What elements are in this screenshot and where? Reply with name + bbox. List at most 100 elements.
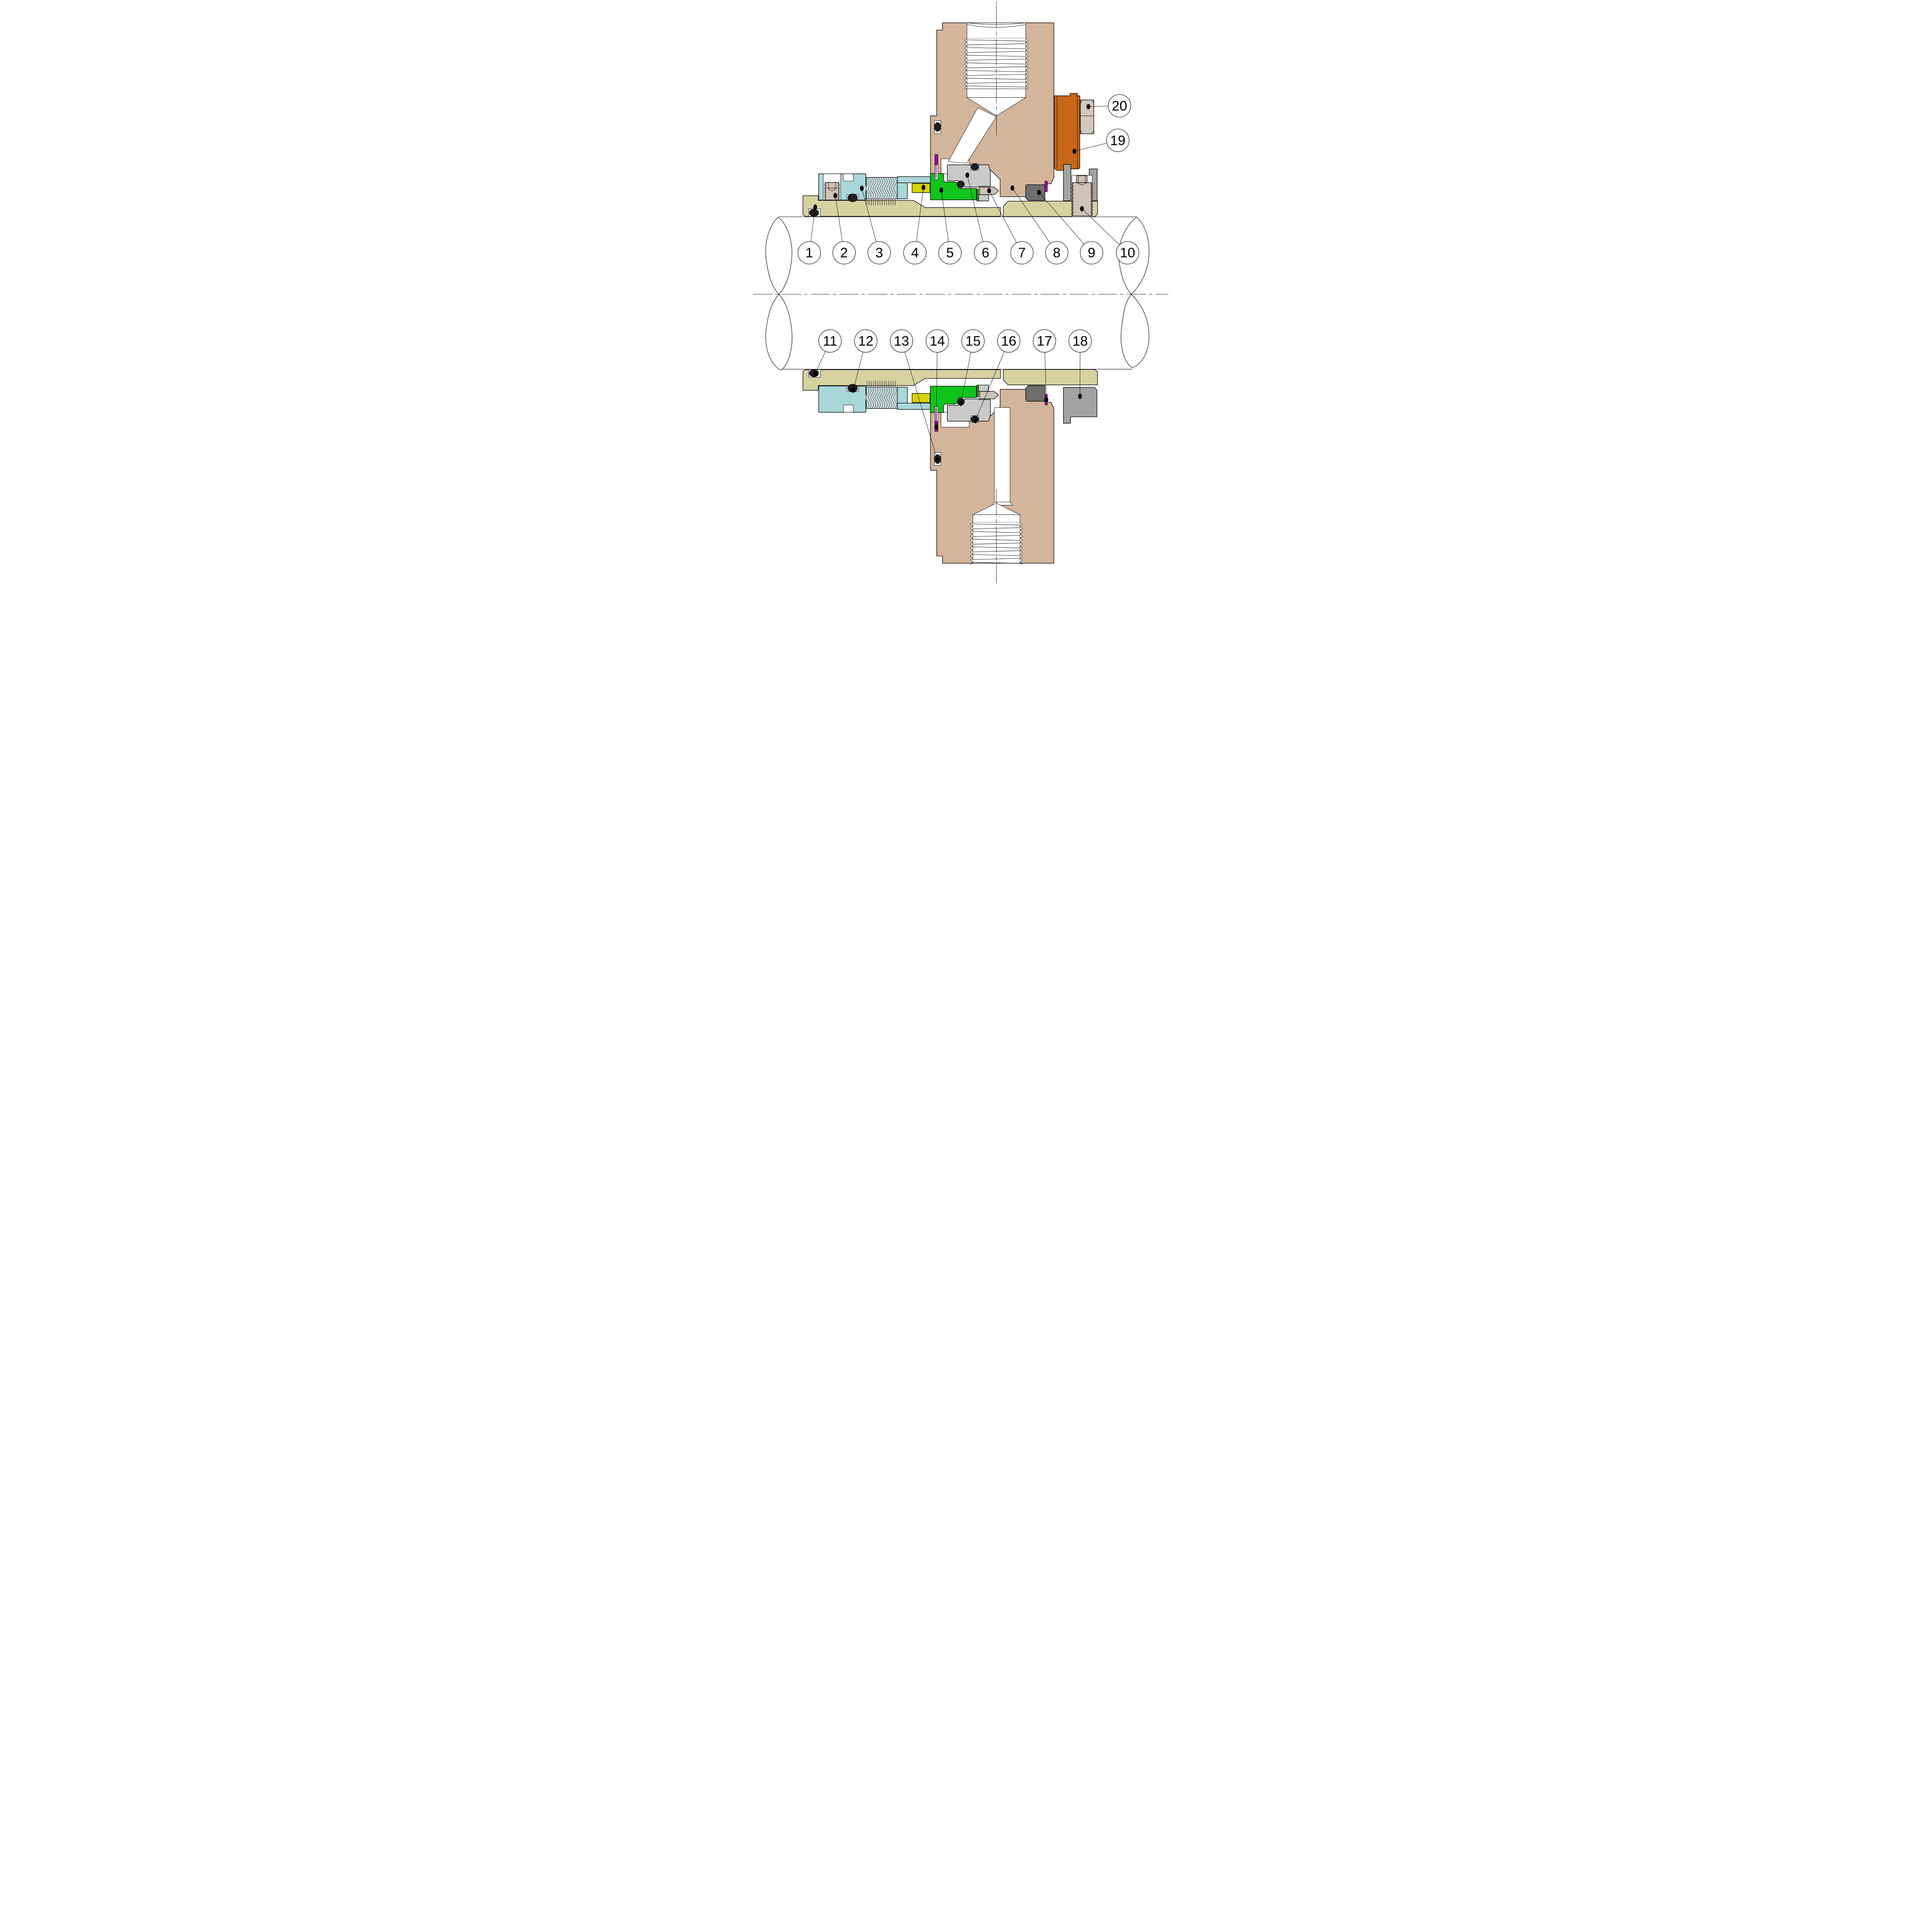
balloon-number: 11 [823, 333, 837, 349]
angled-passage [948, 107, 997, 164]
balloon-number: 2 [840, 245, 848, 260]
callout-14: 14 [926, 329, 949, 430]
callout-9: 9 [1037, 190, 1103, 265]
balloon-number: 18 [1072, 333, 1088, 349]
collar-set-screw [823, 173, 841, 201]
set-screw-point [827, 188, 837, 191]
leader-dot [939, 187, 943, 193]
leader-dot [1044, 397, 1048, 403]
leader-line [1012, 188, 1057, 253]
leader-dot [1010, 185, 1014, 191]
leader-dot [973, 418, 977, 423]
balloon-circle [868, 241, 891, 265]
shaft-break-left [765, 217, 792, 371]
balloon-circle [1033, 329, 1056, 353]
leader-dot [1080, 206, 1084, 211]
balloon-number: 13 [894, 333, 909, 349]
balloon-circle [961, 329, 985, 353]
balloon-number: 4 [911, 245, 919, 260]
leader-dot [959, 401, 963, 406]
leader-dot [1078, 393, 1082, 399]
callout-11: 11 [813, 329, 842, 376]
balloon-circle [974, 241, 997, 265]
leader-dot [813, 371, 817, 376]
shaft [753, 216, 1169, 371]
balloon-circle [854, 329, 878, 353]
callout-20: 20 [1086, 94, 1131, 117]
leader-line [989, 190, 1022, 253]
leader-dot [987, 188, 991, 194]
balloon-number: 7 [1018, 245, 1026, 260]
balloon-circle [890, 329, 913, 353]
balloon-circle [997, 329, 1021, 353]
balloon-circle [1108, 94, 1131, 117]
balloon-number: 20 [1112, 98, 1127, 114]
balloon-number: 6 [982, 245, 989, 260]
cap-screw-threads [1071, 182, 1093, 216]
hex-bolt-chamfers [1080, 100, 1094, 134]
callout-8: 8 [1010, 185, 1069, 265]
balloon-number: 8 [1053, 245, 1060, 260]
leader-dot [833, 193, 838, 198]
balloon-number: 3 [875, 245, 883, 260]
callout-12: 12 [851, 329, 878, 393]
balloon-number: 14 [929, 333, 945, 349]
balloon-circle [1106, 129, 1130, 152]
leader-dot [1086, 104, 1091, 109]
balloon-circle [832, 241, 856, 265]
balloon-number: 17 [1037, 333, 1052, 349]
balloon-number: 9 [1088, 245, 1096, 260]
leader-line [975, 341, 1009, 421]
callout-4: 4 [903, 185, 927, 265]
upper-seal-assembly [802, 22, 1098, 218]
leader-line [936, 341, 938, 427]
cap-screw-point [1077, 182, 1087, 185]
balloon-circle [1045, 241, 1069, 265]
balloon-circle [798, 241, 821, 265]
cap-screw-head [1076, 175, 1087, 183]
balloon-circle [926, 329, 949, 353]
balloon-circle [1116, 241, 1139, 265]
callout-17: 17 [1033, 329, 1056, 403]
callout-3: 3 [860, 185, 891, 265]
shaft-break-right [1118, 216, 1150, 368]
leader-dot [935, 457, 940, 463]
balloon-number: 5 [946, 245, 954, 260]
lower-seal-assembly [802, 369, 1098, 564]
balloon-number: 1 [805, 245, 813, 260]
balloon-number: 12 [858, 333, 873, 349]
callout-15: 15 [959, 329, 985, 406]
balloon-number: 16 [1001, 333, 1016, 349]
callout-10: 10 [1080, 206, 1139, 265]
callout-7: 7 [987, 188, 1034, 265]
balloon-circle [903, 241, 927, 265]
clamp-plate-orange [1054, 93, 1080, 171]
callout-19: 19 [1072, 129, 1130, 154]
callout-5: 5 [938, 187, 962, 265]
callout-1: 1 [798, 204, 821, 265]
leader-dot [934, 424, 938, 430]
leader-line [1039, 192, 1092, 253]
leader-dot [1037, 190, 1041, 195]
leader-dot [1072, 148, 1077, 154]
balloon-number: 15 [965, 333, 981, 349]
leader-dot [921, 185, 926, 190]
balloon-circle [1080, 241, 1103, 265]
balloon-circle [818, 329, 842, 353]
leader-line [967, 175, 986, 253]
callout-2: 2 [832, 193, 856, 265]
set-screw-threads [824, 182, 840, 201]
leader-line [901, 341, 938, 460]
callout-18: 18 [1069, 329, 1092, 399]
balloon-number: 19 [1110, 133, 1126, 148]
lower-port [970, 407, 1023, 583]
retainer-plate-lower [1063, 387, 1098, 424]
callout-16: 16 [973, 329, 1021, 423]
drain-passage [994, 407, 1011, 503]
leader-dot [860, 185, 864, 191]
retainer-column-left [1063, 164, 1071, 201]
leader-dot [851, 387, 855, 393]
callout-13: 13 [890, 329, 940, 463]
